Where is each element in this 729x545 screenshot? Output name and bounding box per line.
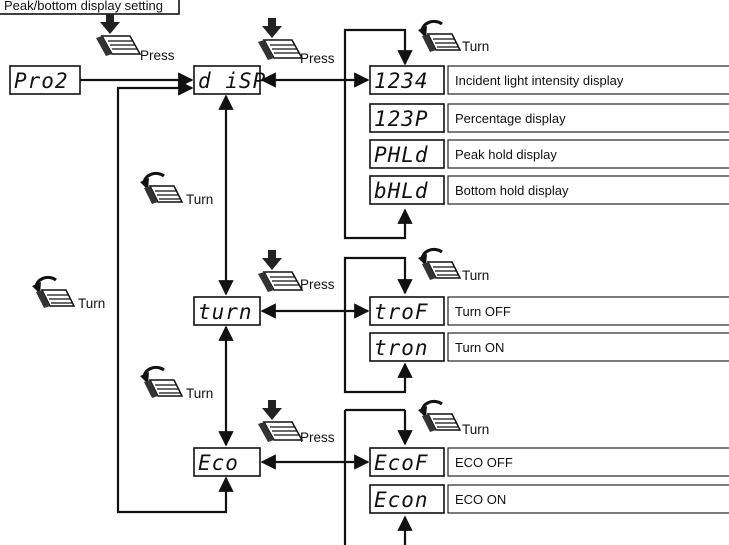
svg-text:troF: troF [374,300,429,324]
press-action-disp: Press [257,17,335,66]
svg-text:Turn ON: Turn ON [455,340,504,355]
svg-text:ECO OFF: ECO OFF [455,455,513,470]
svg-text:ECO ON: ECO ON [455,492,506,507]
header-label: Peak/bottom display setting [4,0,163,13]
turn-hand-icon [138,365,184,400]
node-pro2: Pro2 [9,65,81,95]
disp-options-loop [343,28,413,240]
turn-hand-icon [138,171,184,206]
svg-text:Eco: Eco [198,451,239,475]
svg-text:d iSP: d iSP [198,69,266,93]
press-hand-icon [257,249,303,293]
press-hand-icon [257,399,303,443]
turn-action-disp-turn: Turn [138,171,213,207]
svg-text:bHLd: bHLd [374,179,429,203]
turn-action-eco-options: Turn [416,399,489,437]
turn-action-turn-eco: Turn [138,365,213,401]
turn-action-turn-options: Turn [416,247,489,283]
svg-text:123P: 123P [374,107,429,131]
svg-text:Turn: Turn [462,268,489,283]
svg-text:turn: turn [198,300,253,324]
eco-option-1: Econ ECO ON [369,484,729,514]
svg-text:Press: Press [140,48,175,63]
press-action-eco: Press [257,399,335,445]
svg-text:PHLd: PHLd [374,143,429,167]
turn-option-0: troF Turn OFF [369,296,729,326]
node-turn: turn [193,296,261,326]
turn-action-disp-options: Turn [416,19,489,54]
disp-option-3: bHLd Bottom hold display [369,175,729,205]
eco-option-0: EcoF ECO OFF [369,447,729,477]
svg-text:1234: 1234 [374,69,429,93]
svg-text:Econ: Econ [374,488,429,512]
disp-option-0: 1234 Incident light intensity display [369,65,729,95]
arrow-eco-loop-to-disp [116,80,234,514]
press-action-pro2: Press [95,13,175,63]
svg-text:Press: Press [300,51,335,66]
header-box: Peak/bottom display setting [0,0,180,15]
press-hand-icon [257,17,303,61]
press-action-turn: Press [257,249,335,293]
turn-option-1: tron Turn ON [369,332,729,362]
svg-text:Turn: Turn [78,296,105,311]
turn-hand-icon [416,247,462,282]
node-disp: d iSP [193,65,266,95]
svg-text:Press: Press [300,430,335,445]
svg-text:Turn: Turn [186,192,213,207]
disp-option-1: 123P Percentage display [369,103,729,133]
svg-text:Incident light intensity displ: Incident light intensity display [455,73,624,88]
svg-text:Bottom hold display: Bottom hold display [455,183,569,198]
turn-hand-icon [416,399,462,434]
svg-text:Percentage display: Percentage display [455,111,566,126]
svg-text:Turn: Turn [186,386,213,401]
svg-text:Press: Press [300,277,335,292]
svg-text:Turn: Turn [462,39,489,54]
svg-text:EcoF: EcoF [374,451,429,475]
turn-hand-icon [416,19,462,54]
turn-action-loop: Turn [30,275,105,311]
svg-text:tron: tron [374,336,429,360]
node-eco: Eco [193,447,261,477]
svg-text:Turn OFF: Turn OFF [455,304,511,319]
svg-text:Turn: Turn [462,422,489,437]
svg-text:Pro2: Pro2 [14,69,69,93]
press-hand-icon [95,13,141,57]
disp-option-2: PHLd Peak hold display [369,139,729,169]
turn-options-loop [343,256,413,394]
svg-text:Peak hold display: Peak hold display [455,147,557,162]
turn-hand-icon [30,275,76,310]
